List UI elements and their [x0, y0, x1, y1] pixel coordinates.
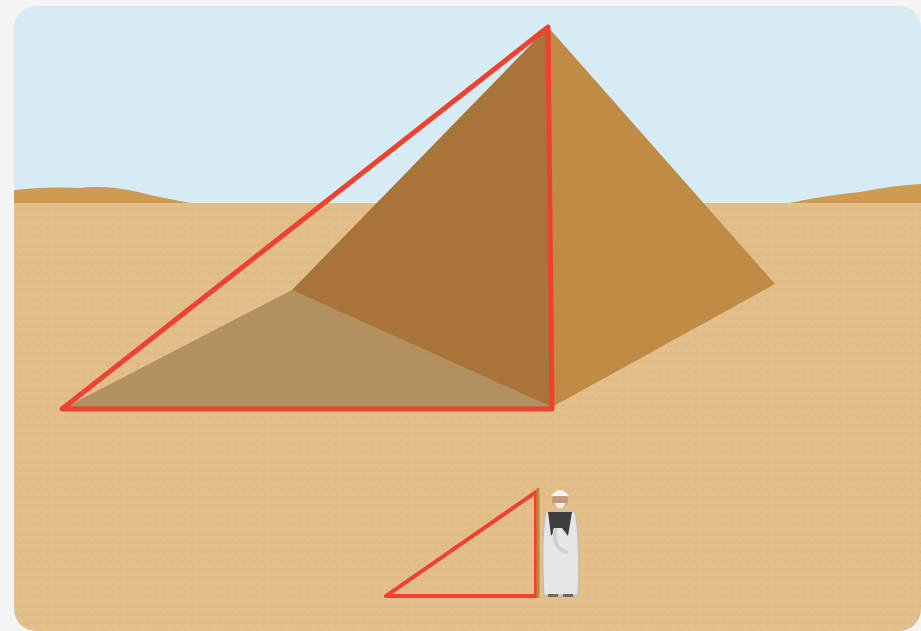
pyramid-height-scene	[0, 0, 921, 631]
scene-canvas	[0, 0, 921, 631]
